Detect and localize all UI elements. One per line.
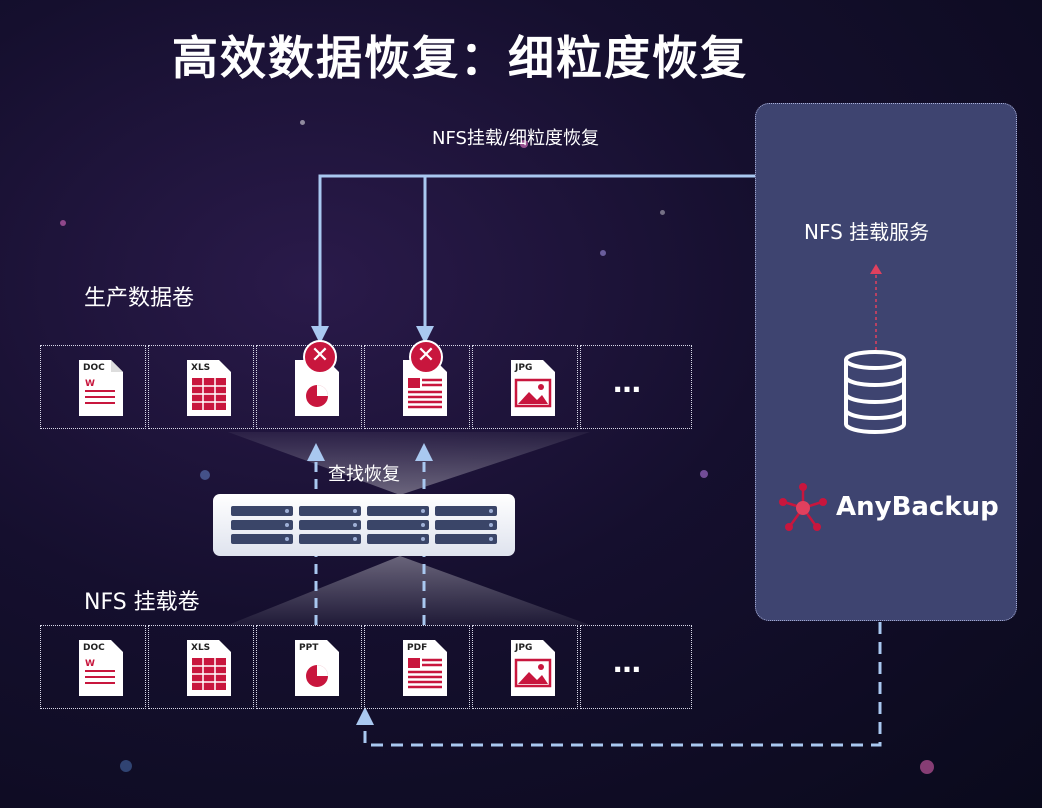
file-cell[interactable]: W DOC bbox=[40, 345, 146, 429]
search-funnel-top bbox=[228, 432, 590, 495]
xls-file-icon: XLS bbox=[187, 640, 231, 696]
jpg-file-icon: JPG bbox=[511, 360, 555, 416]
file-type-tag: PPT bbox=[299, 643, 319, 653]
page-title: 高效数据恢复：细粒度恢复 bbox=[172, 31, 748, 85]
file-cell[interactable]: XLS bbox=[148, 345, 254, 429]
file-cell[interactable]: PPT bbox=[256, 625, 362, 709]
anybackup-brand: AnyBackup bbox=[836, 492, 999, 522]
service-arrow bbox=[870, 264, 882, 350]
mount-line bbox=[311, 174, 755, 344]
more-icon: … bbox=[613, 366, 643, 399]
pdf-file-icon bbox=[403, 360, 447, 416]
pdf-file-icon: PDF bbox=[403, 640, 447, 696]
mount-flow-label: NFS挂载/细粒度恢复 bbox=[432, 128, 599, 149]
doc-file-icon: W DOC bbox=[79, 360, 123, 416]
svg-text:W: W bbox=[85, 659, 95, 669]
file-cell[interactable]: ✕ bbox=[256, 340, 362, 429]
error-icon: ✕ bbox=[303, 340, 337, 374]
anybackup-logo-icon bbox=[779, 483, 827, 531]
file-type-tag: JPG bbox=[515, 643, 533, 653]
xls-file-icon: XLS bbox=[187, 360, 231, 416]
svg-text:W: W bbox=[85, 379, 95, 389]
more-icon: … bbox=[613, 646, 643, 679]
file-cell[interactable]: … bbox=[580, 625, 692, 709]
search-funnel-bottom bbox=[228, 556, 590, 625]
database-icon bbox=[844, 350, 906, 434]
production-volume-row: W DOC XLS ✕ ✕ JPG … bbox=[40, 340, 692, 431]
search-restore-label: 查找恢复 bbox=[328, 464, 400, 485]
file-type-tag: PDF bbox=[407, 643, 428, 653]
file-type-tag: XLS bbox=[191, 363, 211, 373]
nfs-export-line bbox=[356, 622, 882, 747]
ppt-file-icon: PPT bbox=[295, 640, 339, 696]
file-type-tag: DOC bbox=[83, 363, 105, 373]
file-cell[interactable]: … bbox=[580, 345, 692, 429]
production-volume-label: 生产数据卷 bbox=[84, 286, 195, 311]
file-cell[interactable]: W DOC bbox=[40, 625, 146, 709]
file-cell[interactable]: PDF bbox=[364, 625, 470, 709]
jpg-file-icon: JPG bbox=[511, 640, 555, 696]
file-type-tag: JPG bbox=[515, 363, 533, 373]
file-cell[interactable]: JPG bbox=[472, 345, 578, 429]
file-cell[interactable]: ✕ bbox=[364, 340, 470, 429]
file-type-tag: XLS bbox=[191, 643, 211, 653]
nfs-volume-label: NFS 挂载卷 bbox=[84, 590, 200, 615]
file-type-tag: DOC bbox=[83, 643, 105, 653]
anybackup-panel: NFS 挂载服务 AnyBackup bbox=[755, 103, 1017, 621]
file-cell[interactable]: XLS bbox=[148, 625, 254, 709]
nfs-mount-service-label: NFS 挂载服务 bbox=[804, 220, 930, 244]
ppt-file-icon bbox=[295, 360, 339, 416]
storage-server-icon bbox=[213, 494, 515, 556]
file-cell[interactable]: JPG bbox=[472, 625, 578, 709]
error-icon: ✕ bbox=[409, 340, 443, 374]
doc-file-icon: W DOC bbox=[79, 640, 123, 696]
nfs-volume-row: W DOC XLS PPT PDF JPG … bbox=[40, 625, 692, 711]
